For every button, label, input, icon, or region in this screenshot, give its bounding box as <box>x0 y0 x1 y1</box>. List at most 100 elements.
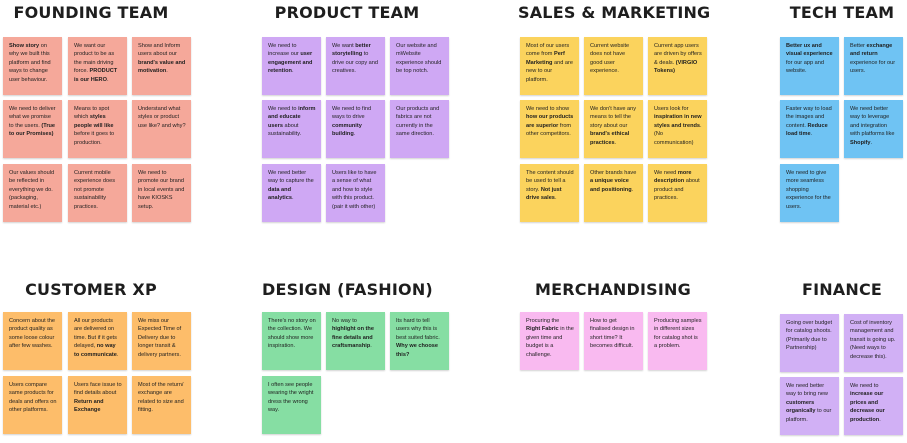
sticky-note[interactable]: We miss our Expected Time of Delivery du… <box>132 312 191 370</box>
sales-marketing-title: SALES & MARKETING <box>518 3 711 22</box>
sticky-note[interactable]: Faster way to load the images and conten… <box>780 100 839 158</box>
note-text: We need to <box>850 383 879 389</box>
note-highlight: brand's value and motivation <box>138 59 186 75</box>
sticky-note[interactable]: Better exchange and return experience fo… <box>844 37 903 95</box>
sticky-note[interactable]: We need to inform and educate users abou… <box>262 100 321 158</box>
note-text: The content should be used to tell a sto… <box>526 170 574 193</box>
note-highlight: Why we choose this? <box>396 343 438 358</box>
note-text: Procuring the <box>526 318 560 324</box>
note-text: All our products are delivered on time. … <box>74 318 117 350</box>
sticky-note[interactable]: Our products and fabrics are not current… <box>390 100 449 158</box>
note-highlight: Show story <box>9 43 40 49</box>
sticky-note[interactable]: Our website and mWebsite experience shou… <box>390 37 449 95</box>
note-text: . <box>810 131 813 138</box>
note-text: . <box>614 139 617 146</box>
sticky-note[interactable]: Current app users are driven by offers &… <box>648 37 707 95</box>
sticky-note[interactable]: Most of our users come from Perf Marketi… <box>520 37 579 95</box>
sticky-note[interactable]: Its hard to tell users why this is best … <box>390 312 449 370</box>
note-highlight: better storytelling <box>332 43 371 58</box>
sticky-note[interactable]: Better ux and visual experience for our … <box>780 37 839 95</box>
sticky-note[interactable]: Cost of inventory management and transit… <box>844 314 903 372</box>
note-highlight: how our products are superior <box>526 114 574 129</box>
note-text: . <box>631 186 634 193</box>
sticky-note[interactable]: We need to give more seamless shopping e… <box>780 164 839 222</box>
sticky-note[interactable]: How to get finalised design in short tim… <box>584 312 643 370</box>
note-text: Concern about the product quality as som… <box>9 318 56 350</box>
note-text: . <box>291 68 294 75</box>
note-text: No way to <box>332 318 357 324</box>
note-text: Our values should be reflected in everyt… <box>9 170 55 210</box>
note-text: . <box>870 139 873 146</box>
sticky-note[interactable]: Users look for inspiration in new styles… <box>648 100 707 158</box>
sticky-note[interactable]: We want our product to be as the main dr… <box>68 37 127 95</box>
note-highlight: customers organically <box>786 399 816 415</box>
note-highlight: Better ux and visual experience <box>786 43 833 58</box>
sticky-note[interactable]: Procuring the Right Fabric in the given … <box>520 312 579 370</box>
note-text: We need to promote our brand in local ev… <box>138 170 185 210</box>
note-text: Faster way to load the images and conten… <box>786 106 832 129</box>
sticky-note[interactable]: I often see people wearing the wright dr… <box>262 376 321 434</box>
sticky-note[interactable]: We want better storytelling to drive our… <box>326 37 385 95</box>
sticky-note[interactable]: Show and Inform users about our brand's … <box>132 37 191 95</box>
note-text: before it goes to production. <box>74 131 115 146</box>
note-text: We need better way to leverage and integ… <box>850 106 895 138</box>
note-highlight: Right Fabric <box>526 326 559 333</box>
note-text: . <box>370 343 372 350</box>
sticky-note[interactable]: Our values should be reflected in everyt… <box>3 164 62 222</box>
note-text: and are new to our platform. <box>526 59 573 83</box>
sticky-note[interactable]: No way to highlight on the fine details … <box>326 312 385 370</box>
sticky-note[interactable]: Users like to have a sense of what and h… <box>326 164 385 222</box>
sticky-note[interactable]: Show story on why we built this platform… <box>3 37 62 95</box>
note-text: Producing samples in different sizes for… <box>654 318 702 350</box>
note-text: . <box>291 195 294 202</box>
note-text: . <box>106 76 109 83</box>
merchandising-title: MERCHANDISING <box>535 280 691 299</box>
sticky-note[interactable]: Concern about the product quality as som… <box>3 312 62 370</box>
finance-title: FINANCE <box>801 280 883 299</box>
note-text: Our website and mWebsite experience shou… <box>396 43 442 75</box>
sticky-note[interactable]: We need to increase our prices and decre… <box>844 377 903 435</box>
note-highlight: inform and educate users <box>268 106 316 129</box>
note-text: Cost of inventory management and transit… <box>850 320 896 360</box>
note-text: for our app and website. <box>786 59 824 75</box>
sticky-note[interactable]: We need to find ways to drive community … <box>326 100 385 158</box>
note-text: We want our product to be as the main dr… <box>74 43 115 75</box>
note-text: Means to spot which <box>74 106 110 121</box>
sticky-note[interactable]: Understand what styles or product use li… <box>132 100 191 158</box>
note-text: We need to give more seamless shopping e… <box>786 170 831 210</box>
sticky-note[interactable]: We need better way to capture the data a… <box>262 164 321 222</box>
sticky-note[interactable]: We need to show how our products are sup… <box>520 100 579 158</box>
sticky-note[interactable]: We need to increase our user engagement … <box>262 37 321 95</box>
note-text: Users like to have a sense of what and h… <box>332 170 377 210</box>
sticky-note[interactable]: We need better way to leverage and integ… <box>844 100 903 158</box>
sticky-note[interactable]: We need to deliver what we promise to th… <box>3 100 62 158</box>
note-highlight: community building <box>332 122 362 138</box>
sticky-note[interactable]: Going over budget for catalog shoots. (P… <box>780 314 839 372</box>
sticky-note[interactable]: The content should be used to tell a sto… <box>520 164 579 222</box>
sticky-note[interactable]: We need better way to bring new customer… <box>780 377 839 435</box>
note-text: . <box>116 351 119 358</box>
sticky-note[interactable]: Most of the return/ exchange are related… <box>132 376 191 434</box>
sticky-note[interactable]: There's no story on the collection. We s… <box>262 312 321 370</box>
note-highlight: user engagement and retention <box>268 51 313 75</box>
note-text: about sustainability. <box>268 122 302 138</box>
note-text: Current app users are driven by offers &… <box>654 43 702 66</box>
customer-xp-title: CUSTOMER XP <box>25 280 157 299</box>
sticky-note[interactable]: Current website does not have good user … <box>584 37 643 95</box>
note-highlight: (True to our Promises) <box>9 122 56 138</box>
sticky-note[interactable]: Users compare same products for deals an… <box>3 376 62 434</box>
sticky-note[interactable]: We need more description about product a… <box>648 164 707 222</box>
note-text: on why we built this platform and find w… <box>9 43 51 83</box>
sticky-note[interactable]: We need to promote our brand in local ev… <box>132 164 191 222</box>
note-text: Users look for <box>654 106 689 112</box>
sticky-note[interactable]: We don't have any means to tell the stor… <box>584 100 643 158</box>
note-highlight: Perf Marketing <box>526 51 565 66</box>
sticky-note[interactable]: All our products are delivered on time. … <box>68 312 127 370</box>
sticky-note[interactable]: Current mobile experience does not promo… <box>68 164 127 222</box>
sticky-note[interactable]: Users face issue to find details about R… <box>68 376 127 434</box>
sticky-note[interactable]: Producing samples in different sizes for… <box>648 312 707 370</box>
sticky-note[interactable]: Other brands have a unique voice and pos… <box>584 164 643 222</box>
note-text: How to get finalised design in short tim… <box>590 318 635 350</box>
note-text: We need better way to bring new <box>786 383 828 398</box>
sticky-note[interactable]: Means to spot which styles people will l… <box>68 100 127 158</box>
